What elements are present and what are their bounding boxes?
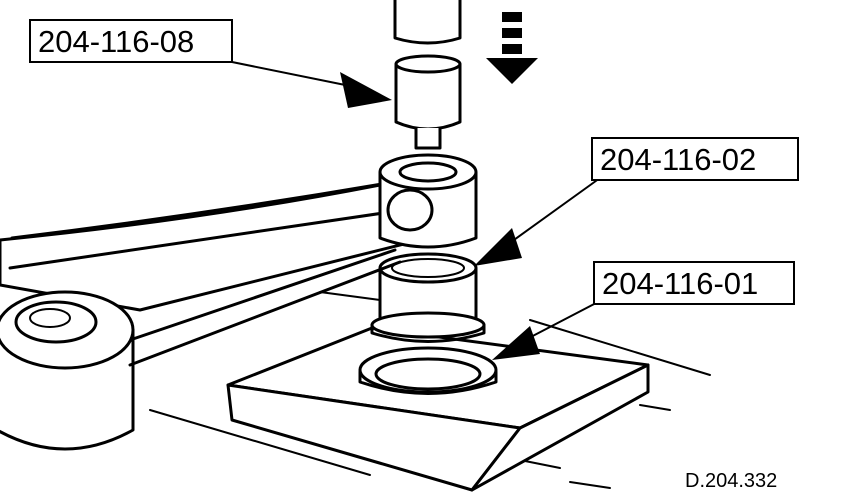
callout-label-01: 204-116-01: [602, 266, 758, 301]
bushing-204-116-02: [370, 252, 486, 343]
press-tool-204-116-08: [393, 0, 462, 150]
figure-reference: D.204.332: [685, 470, 777, 492]
callout-204-116-08: 204-116-08: [29, 19, 233, 63]
callout-204-116-01: 204-116-01: [593, 261, 795, 305]
direction-arrow-icon: [486, 12, 538, 84]
callout-204-116-02: 204-116-02: [591, 137, 799, 181]
wrench-eye: [378, 153, 478, 249]
ground-lines: [149, 291, 711, 489]
leader-lines: [231, 61, 601, 341]
leader-arrowheads: [340, 72, 540, 360]
wrench-arm: [0, 182, 422, 451]
callout-label-08: 204-116-08: [38, 24, 194, 59]
callout-label-02: 204-116-02: [600, 142, 756, 177]
lower-ring-204-116-01: [358, 346, 498, 395]
